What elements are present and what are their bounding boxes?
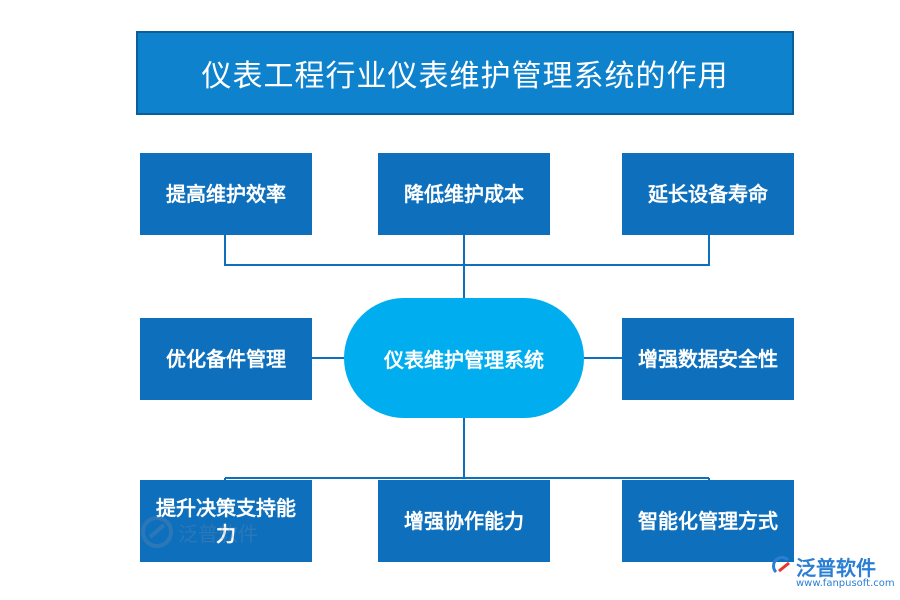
connector-bottom (224, 418, 710, 480)
watermark-logo-icon (141, 516, 173, 548)
brand-logo-icon (772, 556, 790, 574)
node-improve-efficiency: 提高维护效率 (140, 153, 312, 235)
watermark: 泛普软件 (140, 515, 258, 549)
diagram-title: 仪表工程行业仪表维护管理系统的作用 (136, 31, 794, 115)
node-reduce-cost: 降低维护成本 (378, 153, 550, 235)
center-system-oval: 仪表维护管理系统 (344, 298, 584, 418)
node-intelligent-management: 智能化管理方式 (622, 480, 794, 562)
node-optimize-spare-parts: 优化备件管理 (140, 318, 312, 400)
node-data-security: 增强数据安全性 (622, 318, 794, 400)
node-decision-support: 提升决策支持能力 (140, 480, 312, 562)
watermark-text: 泛普软件 (178, 521, 258, 546)
brand-logo: 泛普软件 www.fanpusoft.com (772, 552, 895, 596)
connector-top (224, 234, 710, 298)
brand-url: www.fanpusoft.com (796, 578, 895, 589)
node-extend-lifespan: 延长设备寿命 (622, 153, 794, 235)
brand-name: 泛普软件 (796, 556, 876, 580)
node-collaboration: 增强协作能力 (378, 480, 550, 562)
